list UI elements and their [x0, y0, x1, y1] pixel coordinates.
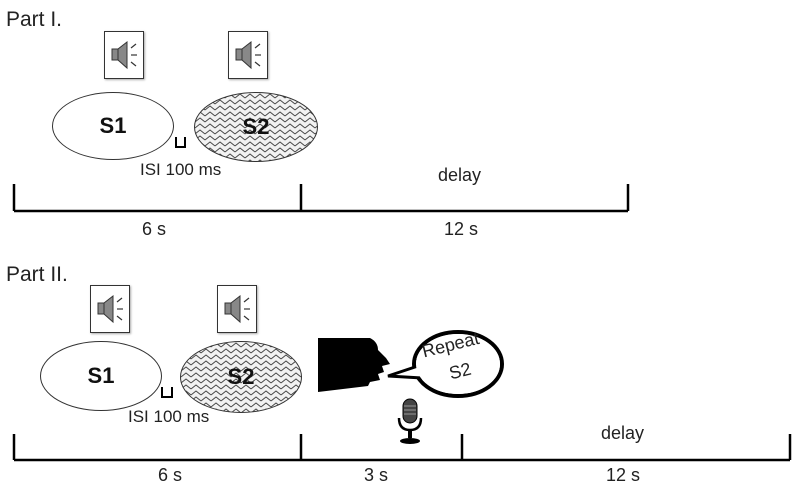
duration-label: 3 s [364, 465, 389, 485]
speech-bubble-icon [387, 330, 504, 398]
speaker-icon [228, 31, 268, 79]
duration-label: 12 s [606, 465, 641, 485]
stimulus-s1-ellipse: S1 [40, 341, 162, 411]
delay-label: delay [438, 165, 482, 185]
stimulus-s1-ellipse: S1 [52, 92, 174, 160]
delay-label: delay [601, 423, 645, 443]
isi-bracket [161, 387, 173, 398]
stimulus-s2-label: S2 [242, 114, 270, 139]
stimulus-s1-label: S1 [99, 113, 127, 138]
stimulus-s2-ellipse: S2 [180, 341, 302, 413]
stimulus-s2-label: S2 [227, 364, 255, 389]
duration-label: 12 s [444, 219, 479, 239]
stimulus-s1-label: S1 [87, 363, 115, 388]
speaking-head-icon [318, 338, 390, 392]
part2-label: Part II. [6, 263, 68, 286]
stimulus-s2-ellipse: S2 [194, 92, 318, 162]
speaker-icon [90, 285, 130, 333]
microphone-icon [397, 398, 423, 444]
speaker-icon [104, 31, 144, 79]
duration-label: 6 s [142, 219, 167, 239]
timeline-part1 [12, 184, 630, 213]
speaker-icon [217, 285, 257, 333]
part1-label: Part I. [6, 8, 63, 31]
isi-label: ISI 100 ms [128, 407, 210, 426]
isi-bracket [175, 137, 186, 148]
isi-label: ISI 100 ms [140, 160, 222, 179]
duration-label: 6 s [158, 465, 183, 485]
